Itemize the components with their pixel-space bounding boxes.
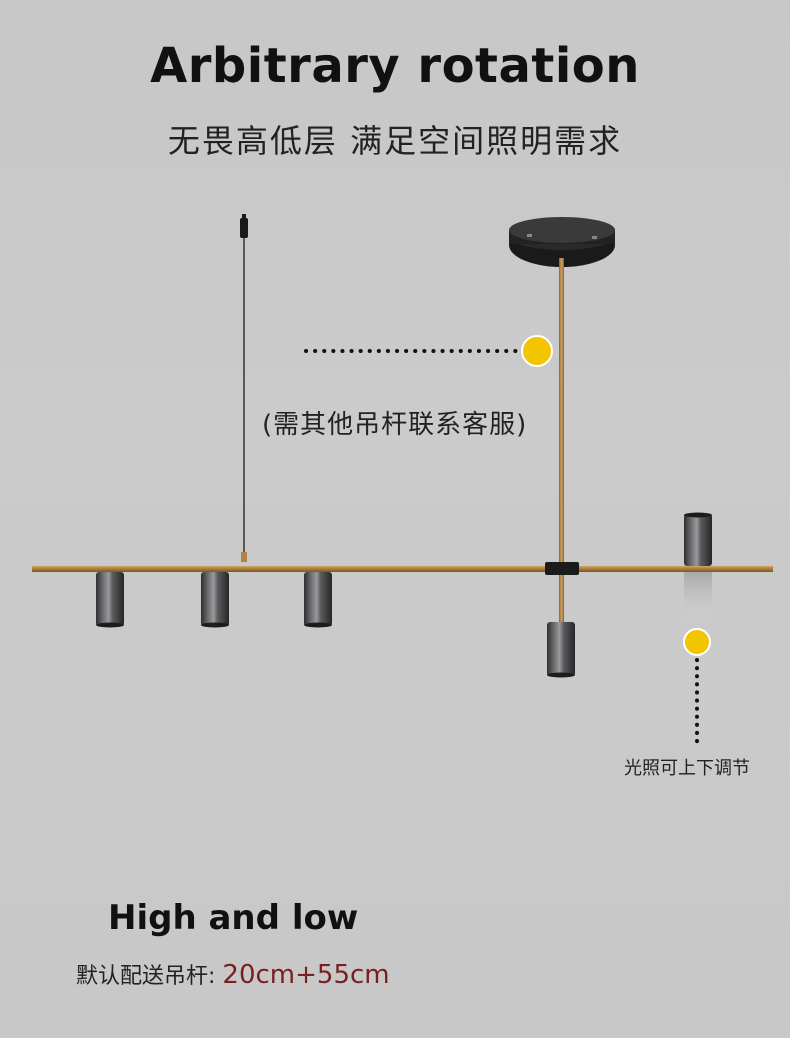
default-rod-spec: 默认配送吊杆: 20cm+55cm xyxy=(76,958,390,990)
rod-annotation-leader xyxy=(304,335,553,367)
rod-spec-label: 默认配送吊杆: xyxy=(76,964,216,989)
bar-connector xyxy=(545,562,579,575)
adjust-annotation-leader xyxy=(683,628,711,744)
page-title: Arbitrary rotation xyxy=(150,38,640,94)
rod-contact-note: (需其他吊杆联系客服) xyxy=(262,410,528,440)
page-subtitle: 无畏高低层 满足空间照明需求 xyxy=(167,122,623,160)
left-suspension-wire xyxy=(240,214,248,562)
spotlight-4 xyxy=(547,622,575,678)
spotlight-3 xyxy=(304,572,332,628)
section-title: High and low xyxy=(108,898,359,938)
yellow-dot-marker xyxy=(521,335,553,367)
spotlight-2 xyxy=(201,572,229,628)
ceiling-canopy xyxy=(509,217,615,267)
yellow-dot-marker xyxy=(683,628,711,656)
horizontal-brass-bar xyxy=(32,566,773,572)
spotlight-1 xyxy=(96,572,124,628)
adjustable-spotlight xyxy=(684,512,712,622)
light-adjust-note: 光照可上下调节 xyxy=(624,758,750,779)
vertical-brass-rod xyxy=(559,258,564,628)
rod-spec-value: 20cm+55cm xyxy=(222,960,390,990)
